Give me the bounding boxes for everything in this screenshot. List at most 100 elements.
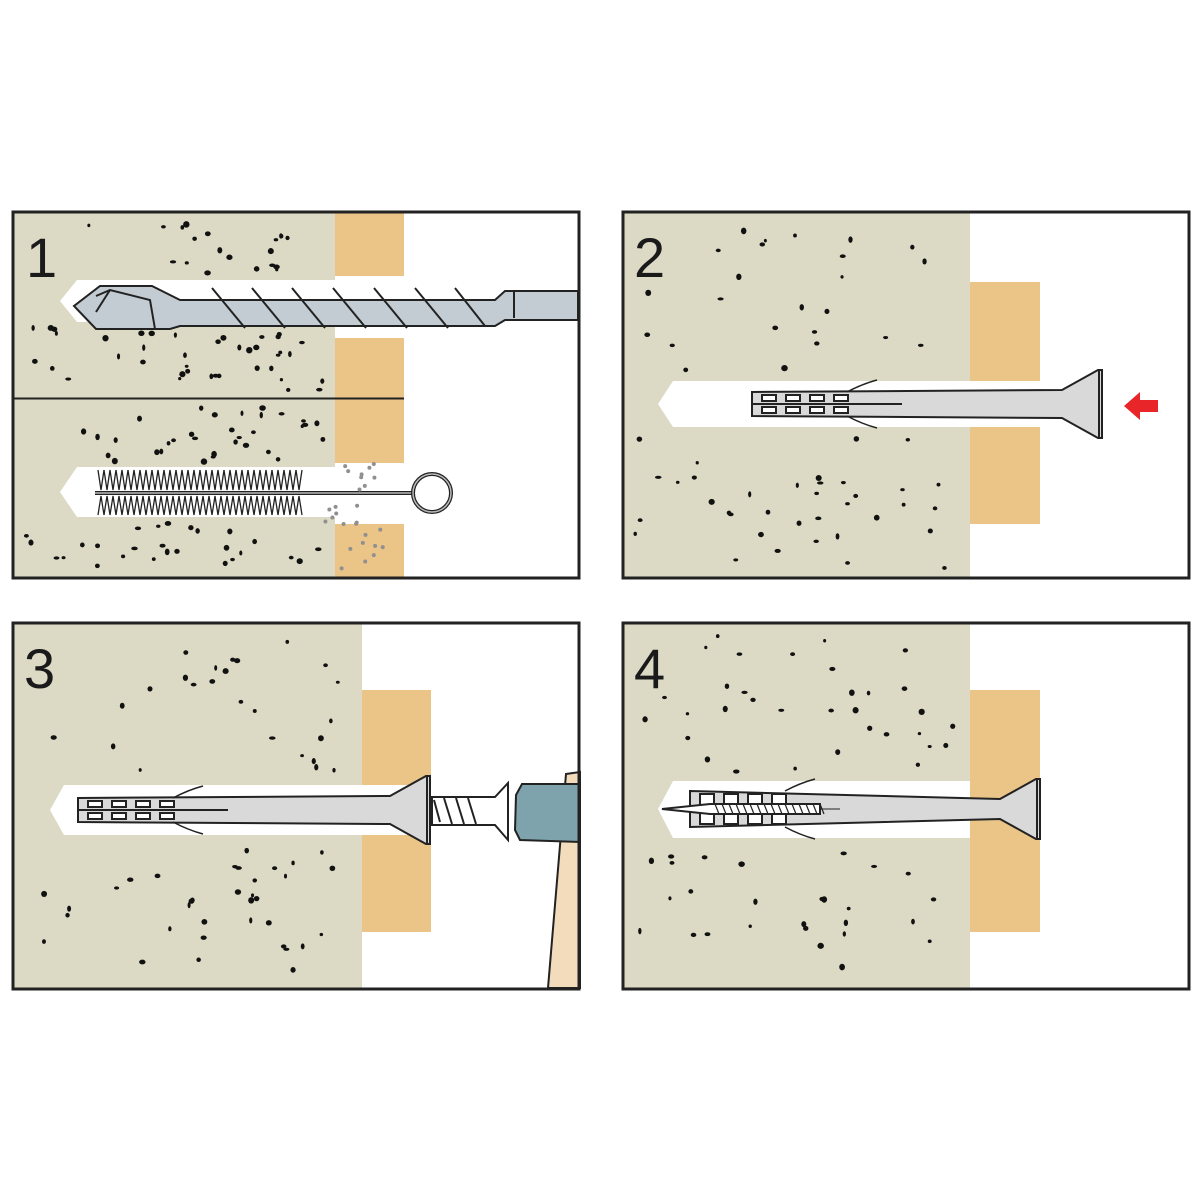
speckle	[188, 898, 195, 904]
speckle	[950, 723, 956, 729]
dust-particle	[334, 511, 339, 516]
speckle	[228, 427, 235, 433]
speckle	[105, 452, 111, 459]
speckle	[853, 436, 860, 442]
speckle	[174, 548, 180, 554]
dust-particle	[339, 566, 344, 571]
speckle	[159, 448, 164, 455]
speckle	[80, 428, 87, 435]
speckle	[279, 378, 284, 382]
concrete-speckles	[633, 227, 947, 570]
panel-frame	[621, 621, 1191, 991]
speckle	[164, 521, 172, 526]
speckle	[704, 756, 711, 763]
dust-particle	[380, 545, 385, 550]
speckle	[279, 233, 283, 239]
speckle	[232, 864, 238, 869]
dust-particle	[362, 483, 367, 488]
speckle	[237, 344, 242, 351]
speckle	[180, 225, 185, 230]
dust-particle	[378, 527, 383, 532]
dust-particle	[363, 559, 368, 564]
dust-particle	[343, 464, 348, 469]
speckle	[278, 350, 283, 355]
speckle	[159, 543, 166, 548]
speckle	[918, 708, 925, 715]
speckle	[251, 430, 256, 435]
speckle	[300, 943, 305, 950]
dust-particle	[341, 521, 346, 526]
speckle	[286, 387, 291, 392]
speckle	[803, 925, 809, 931]
speckle	[738, 861, 745, 868]
speckle	[252, 878, 258, 883]
speckle	[250, 893, 255, 898]
speckle	[248, 897, 255, 904]
speckle	[927, 528, 933, 534]
speckle	[654, 475, 662, 479]
speckle	[192, 236, 197, 241]
board-piece	[362, 835, 431, 932]
speckle	[778, 708, 785, 712]
speckle	[701, 855, 708, 860]
concrete-speckles	[23, 405, 326, 569]
speckle	[227, 528, 233, 535]
speckle	[54, 330, 58, 336]
speckle	[215, 339, 221, 345]
speckle	[866, 690, 871, 696]
speckle	[922, 258, 927, 265]
speckle	[217, 247, 223, 254]
speckle	[187, 902, 191, 909]
speckle	[204, 270, 211, 276]
speckle	[138, 330, 145, 337]
speckle	[715, 248, 721, 253]
speckle	[169, 260, 177, 264]
speckle	[793, 233, 797, 238]
board-piece	[362, 690, 431, 785]
speckle	[182, 674, 189, 681]
speckle	[811, 330, 818, 334]
speckle	[275, 334, 281, 340]
speckle	[683, 367, 689, 373]
speckle	[911, 918, 915, 925]
speckle	[320, 378, 325, 384]
speckle	[137, 415, 142, 422]
speckle	[763, 238, 767, 243]
speckle	[288, 350, 292, 358]
speckle	[183, 650, 189, 655]
speckle	[753, 898, 758, 905]
speckle	[636, 436, 643, 442]
panel-step-4: 4	[621, 621, 1191, 991]
speckle	[95, 543, 101, 549]
speckle	[300, 754, 304, 758]
speckle	[910, 244, 915, 250]
speckle	[50, 735, 57, 740]
speckle	[216, 373, 222, 379]
speckle	[253, 266, 260, 272]
speckle	[301, 419, 306, 423]
speckle	[259, 411, 263, 419]
speckle	[873, 514, 880, 521]
speckle	[901, 502, 906, 507]
speckle	[902, 648, 908, 653]
speckle	[283, 873, 288, 879]
speckle	[733, 769, 740, 774]
speckle	[843, 919, 849, 927]
speckle	[901, 686, 908, 691]
speckle	[642, 716, 648, 723]
panel-step-2: 2	[621, 210, 1191, 580]
board-piece	[335, 338, 404, 398]
speckle	[291, 860, 295, 866]
speckle	[269, 365, 274, 372]
speckle	[320, 850, 324, 855]
speckle	[644, 332, 651, 337]
speckle	[252, 538, 258, 545]
speckle	[271, 866, 278, 871]
speckle	[296, 558, 303, 565]
speckle	[230, 557, 235, 562]
speckle	[65, 912, 70, 918]
expanded-anchor	[661, 778, 1041, 840]
speckle	[905, 871, 911, 876]
speckle	[265, 449, 271, 455]
speckle	[748, 924, 752, 928]
